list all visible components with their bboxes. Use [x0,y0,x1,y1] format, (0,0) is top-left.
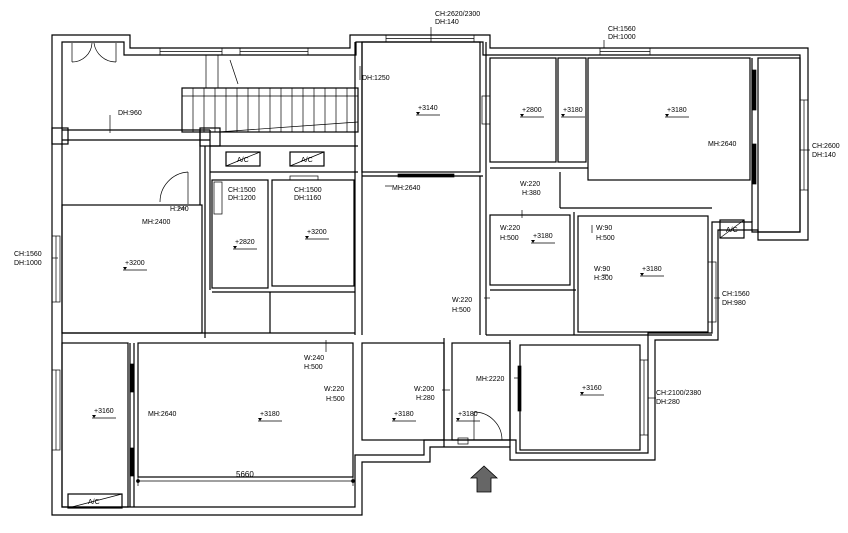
opening-dh: DH:1000 [14,260,42,267]
opening-dh: DH:140 [812,152,836,159]
level-mark: +3200 [305,229,329,240]
walls [51,27,810,516]
opening-dh: DH:1200 [228,195,256,202]
level-value: +3180 [667,107,687,114]
beam-labels: W:220 H:380 W:220 H:500 W:90 H:500 W:90 … [170,181,615,403]
ac-unit: A/C [67,493,123,509]
opening-dh: DH:140 [435,19,459,26]
level-mark: +3180 [258,411,282,422]
opening-ch: CH:2100/2380 [656,390,701,397]
mh-label: MH:2400 [142,219,171,226]
beam-h: H:500 [326,396,345,403]
level-value: +3160 [582,385,602,392]
outer-wall-inner [61,41,801,508]
opening-ch: CH:1500 [294,187,322,194]
level-mark: +3160 [580,385,604,396]
ac-label: A/C [237,157,249,164]
level-value: +3180 [394,411,414,418]
beam-h: H:240 [170,206,189,213]
ac-label: A/C [88,499,100,506]
level-mark: +3180 [531,233,555,244]
level-value: +2800 [522,107,542,114]
level-value: +3200 [125,260,145,267]
beam-h: H:500 [452,307,471,314]
level-mark: +3180 [640,266,664,277]
beam-h: H:300 [594,275,613,282]
level-mark: +3200 [123,260,147,271]
ac-unit: A/C [289,151,325,167]
beam-h: H:500 [304,364,323,371]
ac-label: A/C [726,227,738,234]
level-mark: +3140 [416,105,440,116]
opening-ch: CH:1560 [722,291,750,298]
beam-w: W:220 [520,181,540,188]
dimension-line [136,476,355,486]
level-mark: +3180 [561,107,585,118]
opening-ch: CH:1560 [608,26,636,33]
mh-label: MH:2220 [476,376,505,383]
beam-w: W:90 [594,266,610,273]
beam-h: H:380 [522,190,541,197]
windows [51,34,809,477]
ac-label: A/C [301,157,313,164]
opening-ch: CH:1500 [228,187,256,194]
ac-units: A/C A/C A/C A/C [67,151,745,509]
level-mark: +3160 [92,408,116,419]
beam-h: H:500 [596,235,615,242]
level-mark: +2800 [520,107,544,118]
doors [71,42,503,445]
beam-w: W:220 [500,225,520,232]
opening-dh: DH:280 [656,399,680,406]
stair-treads [182,55,359,133]
level-value: +3140 [418,105,438,112]
level-value: +3180 [260,411,280,418]
door-height: DH:960 [118,110,142,117]
level-value: +3180 [458,411,478,418]
door-height: DH:1250 [362,75,390,82]
outer-wall-outer [51,34,809,516]
level-value: +3180 [533,233,553,240]
level-mark: +2820 [233,239,257,250]
level-mark: +3180 [392,411,416,422]
beam-w: W:220 [452,297,472,304]
level-marks: +3140 +2800 +3180 +3180 +2820 +3200 +320… [92,105,689,422]
mh-label: MH:2640 [392,185,421,192]
beam-w: W:220 [324,386,344,393]
opening-labels: CH:2620/2300 DH:140 CH:1560 DH:1000 CH:2… [14,11,840,406]
level-mark: +3180 [665,107,689,118]
opening-ch: CH:1560 [14,251,42,258]
beam-w: W:200 [414,386,434,393]
leader-lines [52,27,810,399]
dimension-value: 5660 [236,470,254,479]
level-value: +3180 [563,107,583,114]
level-value: +3200 [307,229,327,236]
mh-label: MH:2640 [148,411,177,418]
beam-w: W:90 [596,225,612,232]
opening-ch: CH:2620/2300 [435,11,480,18]
mh-labels: MH:2640 MH:2640 MH:2400 MH:2640 MH:2220 [142,141,737,418]
level-value: +3180 [642,266,662,273]
beam-h: H:280 [416,395,435,402]
opening-dh: DH:980 [722,300,746,307]
opening-ch: CH:2600 [812,143,840,150]
opening-dh: DH:1000 [608,34,636,41]
level-mark: +3180 [456,411,480,422]
entry-arrow [469,465,499,493]
mh-label: MH:2640 [708,141,737,148]
beam-w: W:240 [304,355,324,362]
opening-dh: DH:1160 [294,195,321,202]
ac-unit: A/C [225,151,261,167]
ac-unit: A/C [719,219,745,239]
beam-h: H:500 [500,235,519,242]
level-value: +2820 [235,239,255,246]
level-value: +3160 [94,408,114,415]
